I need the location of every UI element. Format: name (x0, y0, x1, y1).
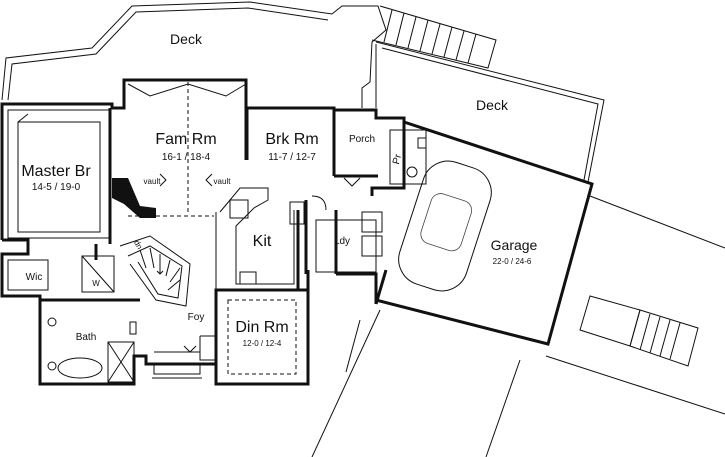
driveway (311, 195, 725, 457)
porch-label: Porch (349, 134, 375, 145)
breakfast-room-label: Brk Rm (265, 131, 318, 148)
breakfast-room-dims: 11-7 / 12-7 (268, 152, 316, 163)
kitchen-walls (215, 108, 336, 291)
porch-walls (332, 129, 427, 187)
side-deck (375, 41, 605, 183)
master-bedroom-walls (7, 108, 112, 260)
family-room-walls (112, 82, 247, 218)
washer-note: W (92, 279, 100, 288)
master-bedroom-label: Master Br (21, 163, 91, 180)
vault-note-left: vault (144, 177, 162, 186)
garage-walls (374, 120, 594, 346)
deck-stairs (371, 5, 497, 69)
family-room-label: Fam Rm (155, 131, 216, 148)
dining-walls (152, 288, 310, 386)
side-deck-label: Deck (476, 97, 509, 113)
family-room-dims: 16-1 / 18-4 (162, 152, 211, 163)
foyer-label: Foy (188, 312, 205, 323)
rear-deck-label: Deck (170, 31, 203, 47)
wic-label: Wic (26, 272, 43, 283)
master-bedroom-dims: 14-5 / 19-0 (32, 182, 81, 193)
stair (119, 235, 191, 307)
dining-room-dims: 12-0 / 12-4 (243, 339, 282, 348)
laundry-label: Ldy (334, 236, 350, 247)
truck-icon (579, 295, 699, 367)
laundry-walls (311, 195, 383, 274)
stair-dn-note: dn (132, 239, 144, 251)
garage-dims: 22-0 / 24-6 (493, 257, 532, 266)
rear-deck (1, 1, 387, 108)
dining-room-label: Din Rm (235, 319, 288, 336)
garage-label: Garage (491, 237, 538, 253)
bath-walls (7, 255, 140, 383)
vault-note-right: vault (214, 177, 232, 186)
bath-label: Bath (76, 332, 97, 343)
powder-room-label: Pr (391, 152, 404, 165)
car-icon (398, 160, 492, 292)
kitchen-label: Kit (253, 233, 272, 250)
